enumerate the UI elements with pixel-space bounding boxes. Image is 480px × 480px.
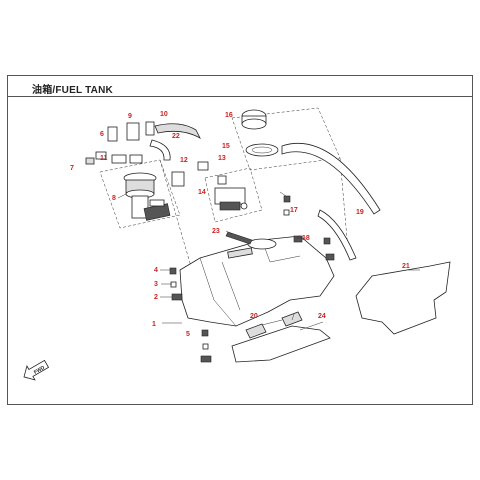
label-21: 21: [402, 263, 410, 270]
title-bar: [7, 75, 473, 97]
label-6: 6: [100, 131, 104, 138]
label-15: 15: [222, 143, 230, 150]
page-title: 油箱/FUEL TANK: [32, 85, 113, 96]
tank-bracket: [231, 311, 331, 363]
label-20: 20: [250, 313, 258, 320]
breather-hose: [281, 142, 381, 215]
label-24: 24: [318, 313, 326, 320]
vent-hose: [317, 209, 357, 261]
part-labels: 1 2 3 4 5 6 7 8 9 10 11 12 13 14 15 16 1…: [70, 111, 410, 338]
label-10: 10: [160, 111, 168, 118]
fuel-pump-assembly: [123, 172, 171, 221]
sender-group-box: [204, 167, 263, 223]
label-8: 8: [112, 195, 116, 202]
label-16: 16: [225, 112, 233, 119]
tank-cover: [355, 261, 451, 335]
fuel-line-fittings: [85, 121, 201, 165]
label-23: 23: [212, 228, 220, 235]
filler-ring: [245, 143, 279, 157]
fwd-label: FWD: [33, 365, 46, 376]
label-14: 14: [198, 189, 206, 196]
label-13: 13: [218, 155, 226, 162]
label-5: 5: [186, 331, 190, 338]
label-12: 12: [180, 157, 188, 164]
label-18: 18: [302, 235, 310, 242]
fuel-sender-unit: [171, 161, 248, 211]
mounting-hardware: [169, 195, 335, 363]
fwd-arrow-icon: FWD: [23, 359, 50, 381]
label-22: 22: [172, 133, 180, 140]
label-2: 2: [154, 294, 158, 301]
label-9: 9: [128, 113, 132, 120]
fuel-tank: [179, 231, 335, 327]
leader-lines: [117, 191, 420, 331]
label-1: 1: [152, 321, 156, 328]
label-3: 3: [154, 281, 158, 288]
diagram-frame: [7, 75, 473, 405]
fuel-cap: [241, 109, 267, 130]
label-4: 4: [154, 267, 158, 274]
pump-dash-lead: [159, 159, 193, 271]
pump-group-box: [99, 159, 181, 229]
label-7: 7: [70, 165, 74, 172]
label-17: 17: [290, 207, 298, 214]
label-19: 19: [356, 209, 364, 216]
label-11: 11: [100, 155, 108, 162]
